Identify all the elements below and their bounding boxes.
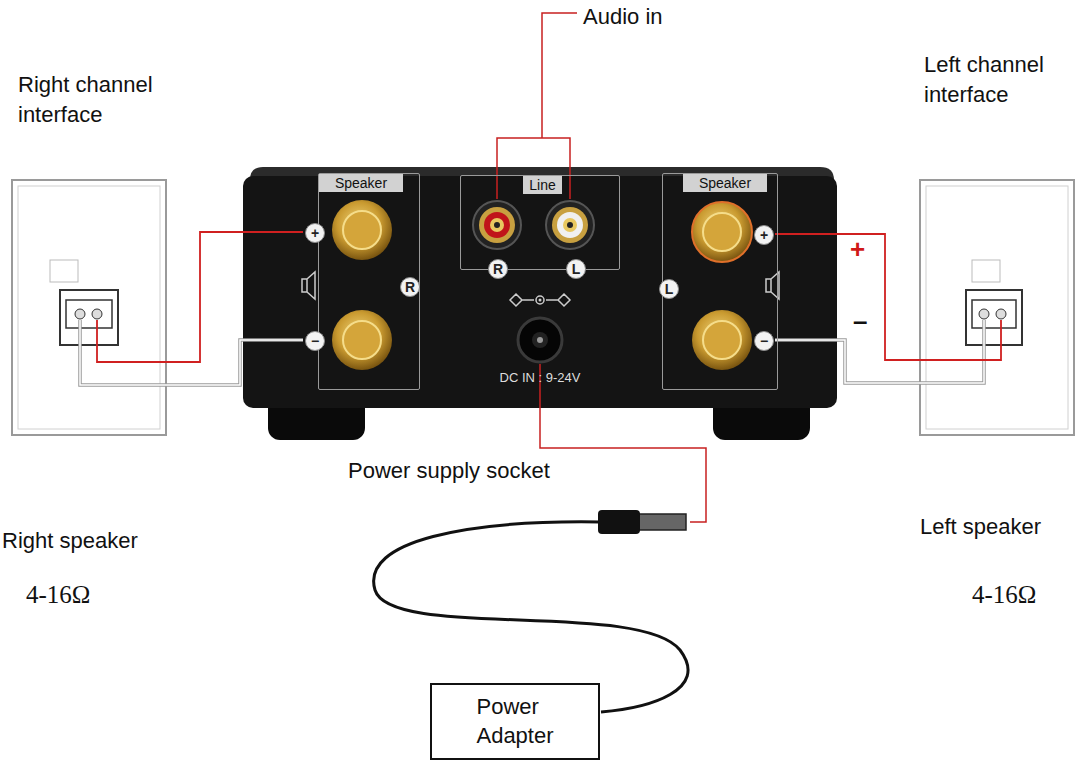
power-adapter-box: Power Adapter: [430, 683, 600, 760]
speaker-label: Left speaker: [920, 512, 1041, 542]
speaker-cabinet-edge: [926, 186, 1068, 429]
audio-in-leader: [497, 13, 577, 199]
dc-socket: [518, 318, 562, 362]
panel-tab-label: Line: [523, 176, 562, 194]
callout-label: Power supply socket: [348, 456, 550, 486]
speaker-wire-positive: [97, 232, 303, 362]
rca-jack-shell: [479, 207, 515, 243]
polarity-label: –: [853, 304, 867, 339]
impedance-label: 4-16Ω: [26, 578, 90, 612]
speaker-wire-negative: [775, 320, 984, 383]
speaker-wire-negative: [80, 320, 303, 385]
speaker-cabinet: [920, 180, 1074, 435]
speaker-terminal: [979, 309, 989, 319]
terminal-mark: −: [306, 332, 324, 350]
binding-post: [332, 310, 392, 370]
speaker-terminal-plate: [60, 290, 118, 345]
panel-tab-label: Speaker: [683, 174, 767, 192]
plug-body: [598, 510, 640, 534]
polarity-symbol: [510, 294, 570, 306]
speaker-cabinet: [12, 180, 166, 435]
binding-post-cap: [343, 321, 381, 359]
speaker-sticker: [50, 260, 78, 282]
channel-mark: R: [400, 277, 420, 297]
polarity-label: +: [850, 232, 865, 267]
plug-tip: [636, 514, 686, 530]
rca-jack-ring: [557, 212, 583, 238]
binding-post: [692, 310, 752, 370]
polarity-mark: +: [754, 225, 774, 245]
impedance-label: 4-16Ω: [972, 578, 1036, 612]
speaker-terminal: [92, 309, 102, 319]
speaker-panel: Speaker+−R: [318, 173, 420, 390]
speaker-cabinet-edge: [18, 186, 160, 429]
rca-jack-pin: [563, 218, 577, 232]
terminal-mark: +: [755, 226, 773, 244]
polarity-mark: +: [305, 223, 325, 243]
amplifier-body: DC IN : 9-24VSpeaker+−RLineRLSpeaker+L−: [243, 168, 837, 408]
dc-socket-hole: [532, 332, 548, 348]
channel-mark: L: [659, 279, 679, 299]
polarity-symbol: [539, 299, 542, 302]
speaker-wire-positive: [775, 234, 1001, 360]
speaker-panel: Speaker + L −: [662, 173, 778, 390]
terminal-mark: R: [489, 260, 507, 278]
rca-jack-hole: [494, 222, 500, 228]
binding-post-cap: [703, 321, 741, 359]
dc-socket-pin: [537, 337, 543, 343]
speaker-terminal: [75, 309, 85, 319]
power-leader: [540, 364, 706, 522]
speaker-terminal-cup: [66, 300, 112, 328]
polarity-mark: −: [305, 331, 325, 351]
polarity-symbol: [536, 296, 544, 304]
rca-jack: [473, 201, 521, 249]
terminal-mark: R: [401, 278, 419, 296]
terminal-mark: L: [660, 280, 678, 298]
speaker-terminal-cup: [972, 300, 1016, 328]
rca-jack-shell: [552, 207, 588, 243]
line-input-panel: LineRL: [460, 175, 620, 270]
speaker-wire-negative: [775, 320, 984, 383]
rca-jack-pin: [490, 218, 504, 232]
node-label: DC IN : 9-24V: [243, 370, 837, 385]
binding-post-cap: [343, 211, 381, 249]
terminal-mark: +: [306, 224, 324, 242]
speaker-label: Right speaker: [2, 526, 138, 556]
binding-post: [332, 200, 392, 260]
channel-mark: L: [566, 259, 586, 279]
binding-post: [692, 202, 752, 262]
callout-label: Right channel interface: [18, 70, 198, 129]
callout-label: Audio in: [583, 2, 663, 32]
callout-label: Left channel interface: [924, 50, 1074, 109]
speaker-symbol: [302, 272, 315, 299]
binding-post-cap: [703, 213, 741, 251]
amp-body: [243, 176, 837, 408]
channel-mark: R: [488, 259, 508, 279]
panel-tab-label: Speaker: [319, 174, 403, 192]
speaker-terminal-plate: [966, 290, 1022, 345]
rca-jack-ring: [484, 212, 510, 238]
node-label: Power Adapter: [476, 692, 553, 751]
rca-jack-hole: [567, 222, 573, 228]
speaker-wire-negative: [80, 320, 303, 385]
speaker-terminal: [996, 309, 1006, 319]
terminal-mark: L: [567, 260, 585, 278]
rca-jack: [546, 201, 594, 249]
terminal-mark: −: [755, 332, 773, 350]
speaker-sticker: [972, 260, 1000, 282]
polarity-mark: −: [754, 331, 774, 351]
